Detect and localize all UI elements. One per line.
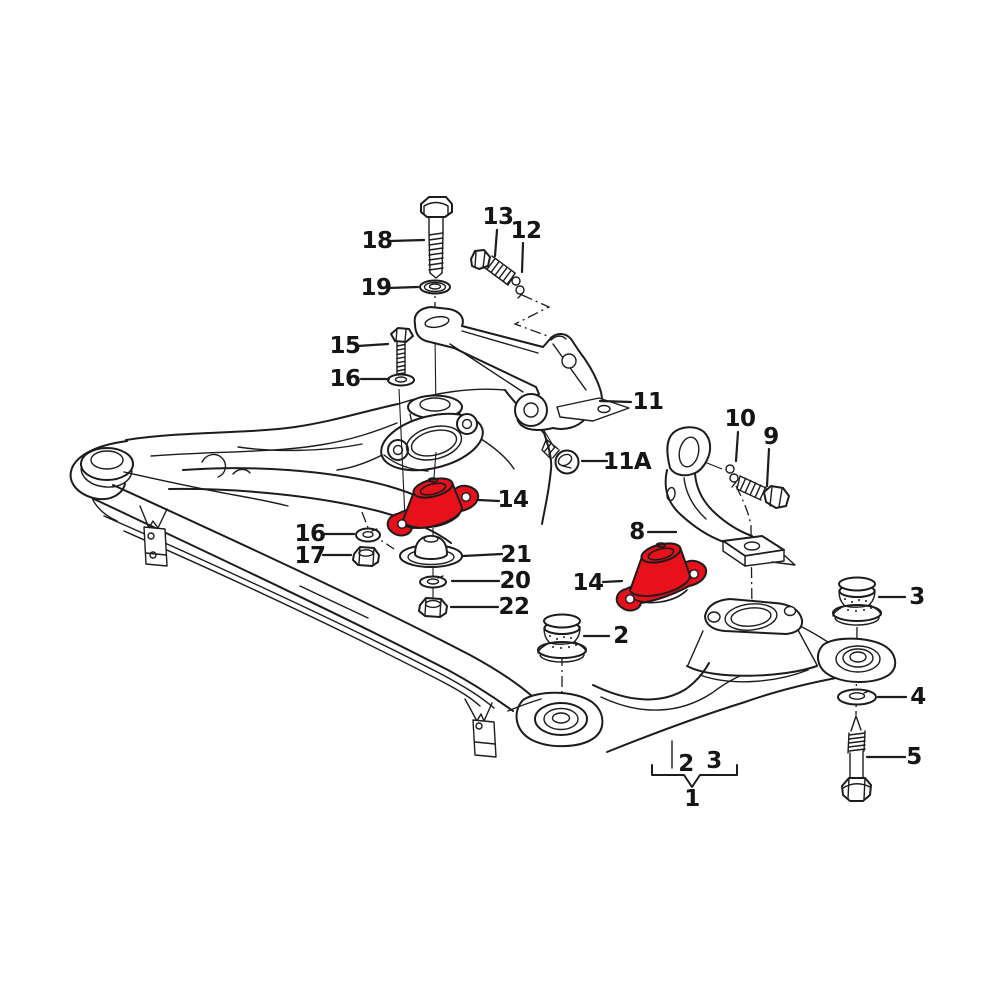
callout-part-16-lower[interactable]: 16	[294, 521, 326, 547]
callout-part-4[interactable]: 4	[910, 684, 926, 710]
part-14-engine-mount-right[interactable]	[615, 540, 708, 612]
callout-part-14-left[interactable]: 14	[497, 487, 529, 513]
callout-part-22[interactable]: 22	[498, 594, 530, 620]
right-mount-tower	[686, 598, 818, 677]
part-14-engine-mount-left[interactable]	[386, 475, 480, 537]
callout-part-19[interactable]: 19	[360, 275, 392, 301]
part-11a-bolt	[541, 438, 580, 475]
part-8-engine-bracket	[664, 426, 796, 567]
part-16-washer-upper	[387, 373, 415, 387]
part-20-washer	[419, 575, 447, 589]
part-19-washer	[419, 279, 451, 295]
callout-part-13[interactable]: 13	[482, 204, 514, 230]
callout-part-21[interactable]: 21	[500, 542, 532, 568]
part-22-hex-nut	[418, 597, 448, 618]
callout-part-11[interactable]: 11	[632, 389, 664, 415]
callout-part-16-upper[interactable]: 16	[329, 366, 361, 392]
part-18-hex-bolt	[420, 196, 453, 279]
part-4-washer	[837, 688, 877, 706]
callout-part-20[interactable]: 20	[499, 568, 531, 594]
callout-part-10[interactable]: 10	[724, 406, 756, 432]
part-21-cone-mount	[399, 535, 463, 568]
bolt-15-axis-line	[398, 388, 406, 519]
callout-part-2[interactable]: 2	[613, 623, 629, 649]
callout-part-1[interactable]: 1	[684, 786, 700, 812]
callout-part-11a[interactable]: 11A	[603, 449, 653, 475]
part-12-clip	[511, 276, 525, 299]
callout-part-14-right[interactable]: 14	[572, 570, 604, 596]
callout-part-8[interactable]: 8	[629, 519, 645, 545]
part-13-hex-bolt	[470, 249, 516, 286]
part-16-washer-lower	[355, 527, 381, 543]
callout-part-5[interactable]: 5	[906, 744, 922, 770]
part-2-bushing	[537, 613, 587, 663]
callout-part-12[interactable]: 12	[510, 218, 542, 244]
part-15-hex-bolt	[390, 327, 414, 375]
callout-labels: 18 19 13 12 15 16 11 11A 10 9 8 14 16 17…	[294, 204, 926, 812]
part-5-stud-bolt	[841, 715, 872, 802]
mount-axis-line	[433, 451, 437, 479]
part-11-support-arm	[413, 306, 630, 431]
callout-part-15[interactable]: 15	[329, 333, 361, 359]
part-17-hex-nut	[352, 546, 380, 567]
callout-group-2[interactable]: 2	[678, 751, 694, 777]
part-10-clip	[725, 464, 739, 488]
callout-part-9[interactable]: 9	[763, 424, 779, 450]
leader-lines	[321, 228, 908, 759]
group-bracket-1-2-3	[651, 740, 738, 788]
part-1-subframe	[69, 388, 897, 758]
left-mount-tower	[380, 394, 484, 472]
part-3-bushing	[832, 576, 882, 626]
callout-part-17[interactable]: 17	[294, 543, 326, 569]
callout-part-3[interactable]: 3	[909, 584, 925, 610]
part-9-hex-bolt	[736, 475, 790, 509]
callout-part-18[interactable]: 18	[361, 228, 393, 254]
callout-group-3[interactable]: 3	[706, 748, 722, 774]
